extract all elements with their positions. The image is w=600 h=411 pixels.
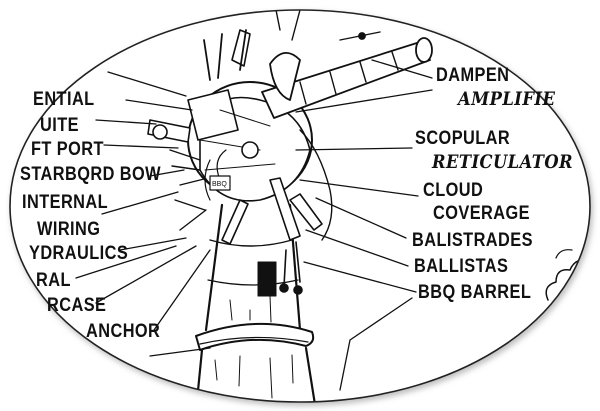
label-ballistas: BALLISTAS <box>414 256 509 277</box>
label-aft-port: FT PORT <box>31 139 104 160</box>
tower-window <box>257 261 277 297</box>
svg-text:BBQ: BBQ <box>212 181 227 188</box>
label-cloud: CLOUD <box>423 180 484 201</box>
label-starboard-bow: STARBQRD BOW <box>20 164 162 185</box>
label-reticulator: RETICULATOR <box>432 151 574 173</box>
label-hydraulics: YDRAULICS <box>29 243 129 264</box>
label-staircase: RCASE <box>47 295 107 316</box>
label-dampener: DAMPEN <box>436 65 510 86</box>
label-bbq-barrel: BBQ BARREL <box>418 282 532 303</box>
label-scopular: SCOPULAR <box>415 128 511 149</box>
label-amplifier: AMPLIFIE <box>458 88 556 110</box>
machinery-cluster: BBQ <box>147 29 333 295</box>
label-spiral: RAL <box>36 270 71 291</box>
label-internal: INTERNAL <box>22 192 109 213</box>
label-anchor: ANCHOR <box>86 321 161 342</box>
leader-lines-left <box>75 71 211 357</box>
label-wiring: WIRING <box>37 219 101 240</box>
label-suite: UITE <box>40 115 79 136</box>
label-coverage: COVERAGE <box>433 203 530 224</box>
label-confidential: ENTIAL <box>33 89 95 110</box>
barrel-gun <box>261 10 433 119</box>
leader-lines-right <box>295 59 433 391</box>
label-balistrades: BALISTRADES <box>412 230 533 251</box>
oval-border <box>9 9 591 403</box>
